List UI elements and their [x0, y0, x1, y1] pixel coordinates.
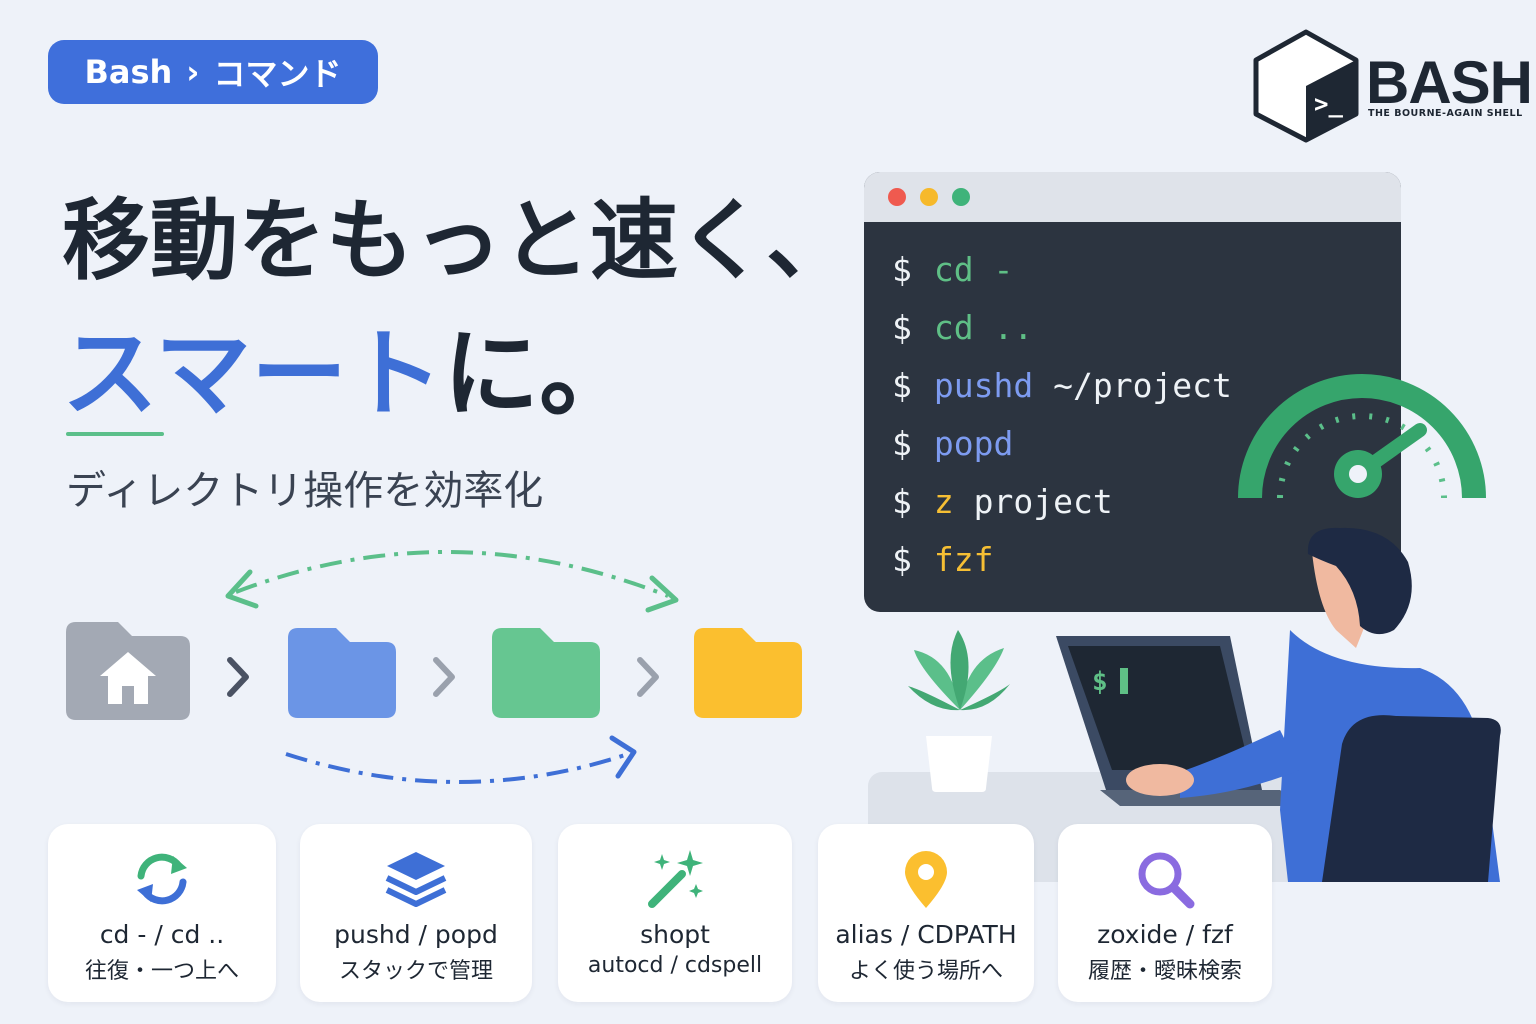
terminal-line: $ fzf: [892, 540, 1401, 598]
prompt: $: [892, 482, 912, 521]
terminal-titlebar: [864, 172, 1401, 222]
headline-line1: 移動をもっと速く、: [62, 189, 855, 292]
terminal-line: $ popd: [892, 424, 1401, 482]
arrow-right-icon: [645, 575, 679, 613]
house-icon: [100, 652, 156, 704]
prompt: $: [892, 366, 912, 405]
card-subtitle: autocd / cdspell: [587, 953, 763, 978]
refresh-icon: [137, 853, 187, 905]
card-subtitle: 往復・一つ上へ: [84, 959, 239, 984]
prompt: $: [892, 540, 912, 579]
arrow-bottom-icon: [609, 735, 637, 779]
magic-wand-icon: [648, 850, 703, 908]
breadcrumb-separator: ›: [186, 53, 200, 91]
chevron-right-icon: [637, 657, 659, 697]
arc-top: [235, 550, 669, 598]
plant-icon: [908, 630, 1010, 792]
arc-bottom: [285, 752, 629, 784]
feature-card-shopt[interactable]: shopt autocd / cdspell: [558, 824, 792, 1002]
blue-folder-icon: [288, 628, 396, 718]
card-title: cd - / cd ..: [99, 920, 225, 949]
terminal-line: $ cd -: [892, 250, 1401, 308]
laptop-prompt: $: [1092, 667, 1108, 697]
chevron-right-icon: [433, 657, 455, 697]
bash-cube-icon: >_: [1253, 29, 1359, 143]
terminal-line: $ z project: [892, 482, 1401, 540]
laptop-icon: $: [1056, 636, 1300, 806]
prompt: $: [892, 424, 912, 463]
search-icon: [1138, 852, 1195, 909]
chevron-right-icon: [227, 657, 249, 697]
breadcrumb-current: コマンド: [213, 55, 342, 93]
headline-line2: スマートに。: [62, 296, 635, 435]
close-dot[interactable]: [888, 188, 906, 206]
feature-card-pushd[interactable]: pushd / popd スタックで管理: [300, 824, 532, 1002]
maximize-dot[interactable]: [952, 188, 970, 206]
minimize-dot[interactable]: [920, 188, 938, 206]
card-title: shopt: [640, 920, 710, 949]
folder-flow: [66, 550, 802, 784]
stack-layers-icon: [385, 852, 447, 907]
card-subtitle: 履歴・曖昧検索: [1087, 959, 1242, 984]
logo-glyph: >_: [1314, 90, 1343, 118]
card-subtitle: スタックで管理: [338, 959, 493, 984]
card-title: zoxide / fzf: [1097, 920, 1233, 949]
speedometer-icon: [1238, 374, 1486, 499]
command: pushd ~/project: [933, 366, 1232, 405]
terminal-line: $ cd ..: [892, 308, 1401, 366]
headline-accent: スマート: [62, 318, 444, 430]
arrow-left-icon: [225, 569, 259, 609]
feature-card-alias[interactable]: alias / CDPATH よく使う場所へ: [818, 824, 1034, 1002]
command: fzf: [933, 540, 994, 579]
prompt: $: [892, 308, 912, 347]
logo-tagline: THE BOURNE-AGAIN SHELL: [1368, 108, 1523, 119]
command: cd ..: [933, 308, 1034, 347]
headline-rest: に。: [443, 318, 636, 430]
person-illustration: [1126, 527, 1501, 882]
breadcrumb[interactable]: Bash › コマンド: [48, 40, 378, 104]
card-title: pushd / popd: [334, 920, 498, 949]
command: popd: [933, 424, 1014, 463]
terminal-line: $ pushd ~/project: [892, 366, 1401, 424]
breadcrumb-root: Bash: [84, 53, 173, 91]
feature-card-cd[interactable]: cd - / cd .. 往復・一つ上へ: [48, 824, 276, 1002]
home-folder-icon: [66, 622, 190, 720]
command: z project: [933, 482, 1113, 521]
yellow-folder-icon: [694, 628, 802, 718]
scene-illustration: $: [868, 374, 1501, 882]
prompt: $: [892, 250, 912, 289]
location-pin-icon: [905, 851, 947, 908]
terminal-body: $ cd - $ cd .. $ pushd ~/project $ popd …: [864, 222, 1401, 598]
card-title: alias / CDPATH: [835, 920, 1017, 949]
feature-card-zoxide[interactable]: zoxide / fzf 履歴・曖昧検索: [1058, 824, 1272, 1002]
green-folder-icon: [492, 628, 600, 718]
command: cd -: [933, 250, 1014, 289]
bash-logo: >_ BASH THE BOURNE-AGAIN SHELL: [1250, 28, 1533, 144]
divider: [66, 432, 164, 436]
logo-word: BASH: [1366, 49, 1533, 116]
card-subtitle: よく使う場所へ: [848, 959, 1003, 984]
subtitle: ディレクトリ操作を効率化: [66, 468, 544, 514]
